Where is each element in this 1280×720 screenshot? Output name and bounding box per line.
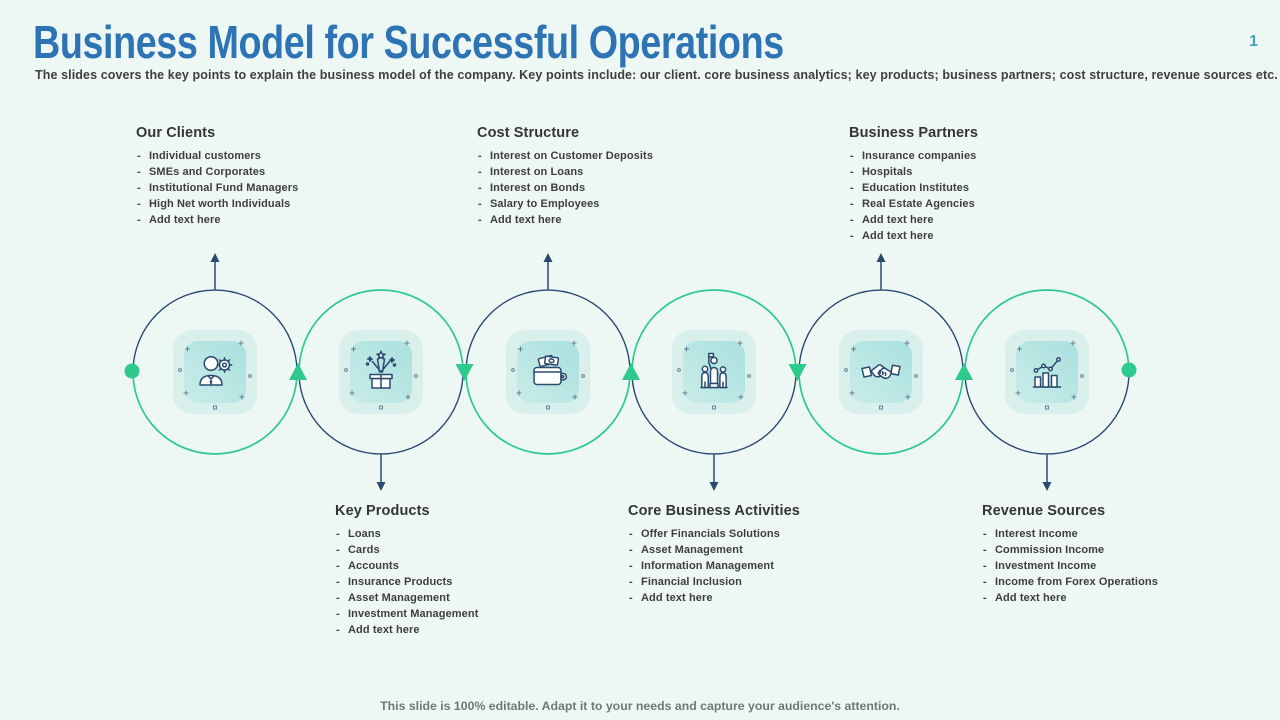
section-list: Individual customersSMEs and CorporatesI… — [136, 148, 376, 228]
up-arrow-icon — [876, 253, 886, 262]
up-arrow-icon — [543, 253, 553, 262]
section-title: Cost Structure — [477, 125, 580, 141]
list-item: Education Institutes — [849, 180, 1089, 196]
list-item: Add text here — [477, 212, 717, 228]
list-item: Real Estate Agencies — [849, 196, 1089, 212]
list-item: Add text here — [982, 590, 1222, 606]
section-list: Insurance companiesHospitalsEducation In… — [849, 148, 1089, 244]
list-item: SMEs and Corporates — [136, 164, 376, 180]
list-item: Individual customers — [136, 148, 376, 164]
node-our-clients — [132, 253, 298, 455]
green-dot-left — [124, 363, 140, 379]
junction-down-triangle-icon — [788, 364, 807, 381]
slide-subtitle: The slides covers the key points to expl… — [35, 68, 1278, 82]
list-item: Add text here — [136, 212, 376, 228]
list-item: Institutional Fund Managers — [136, 180, 376, 196]
list-item: Salary to Employees — [477, 196, 717, 212]
up-arrow-icon — [210, 253, 220, 262]
list-item: Loans — [335, 526, 575, 542]
down-arrow-icon — [376, 482, 386, 491]
list-item: Interest on Customer Deposits — [477, 148, 717, 164]
node-core-business-activities — [631, 289, 797, 491]
section-list: Interest IncomeCommission IncomeInvestme… — [982, 526, 1222, 606]
down-arrow-icon — [1042, 482, 1052, 491]
node-key-products — [298, 289, 464, 491]
list-item: Asset Management — [628, 542, 868, 558]
list-item: Hospitals — [849, 164, 1089, 180]
node-revenue-sources — [964, 289, 1130, 491]
section-title: Key Products — [335, 503, 430, 519]
section-title: Revenue Sources — [982, 503, 1106, 519]
section-list: LoansCardsAccountsInsurance ProductsAsse… — [335, 526, 575, 638]
list-item: Cards — [335, 542, 575, 558]
slide-footer-note: This slide is 100% editable. Adapt it to… — [380, 699, 900, 713]
list-item: Interest on Loans — [477, 164, 717, 180]
section-business-partners: Business Partners Insurance companiesHos… — [849, 125, 1089, 244]
section-title: Business Partners — [849, 125, 979, 141]
list-item: Investment Income — [982, 558, 1222, 574]
node-business-partners — [798, 253, 964, 455]
list-item: Interest Income — [982, 526, 1222, 542]
page-number: 1 — [1249, 33, 1258, 50]
list-item: Information Management — [628, 558, 868, 574]
list-item: Add text here — [849, 228, 1089, 244]
section-key-products: Key Products LoansCardsAccountsInsurance… — [335, 503, 575, 638]
junction-down-triangle-icon — [455, 364, 474, 381]
section-list: Offer Financials SolutionsAsset Manageme… — [628, 526, 868, 606]
list-item: Asset Management — [335, 590, 575, 606]
node-cost-structure — [465, 253, 631, 455]
list-item: Add text here — [628, 590, 868, 606]
down-arrow-icon — [709, 482, 719, 491]
list-item: Insurance Products — [335, 574, 575, 590]
section-core-business-activities: Core Business Activities Offer Financial… — [628, 503, 868, 606]
list-item: Add text here — [849, 212, 1089, 228]
green-dot-right — [1121, 362, 1137, 378]
list-item: Income from Forex Operations — [982, 574, 1222, 590]
list-item: Offer Financials Solutions — [628, 526, 868, 542]
list-item: Interest on Bonds — [477, 180, 717, 196]
list-item: Commission Income — [982, 542, 1222, 558]
list-item: Accounts — [335, 558, 575, 574]
section-revenue-sources: Revenue Sources Interest IncomeCommissio… — [982, 503, 1222, 606]
page-title: Business Model for Successful Operations — [33, 16, 784, 68]
section-title: Our Clients — [136, 125, 216, 141]
section-our-clients: Our Clients Individual customersSMEs and… — [136, 125, 376, 228]
list-item: Financial Inclusion — [628, 574, 868, 590]
junction-up-triangle-icon — [955, 363, 973, 380]
section-title: Core Business Activities — [628, 503, 800, 519]
list-item: High Net worth Individuals — [136, 196, 376, 212]
junction-up-triangle-icon — [289, 363, 307, 380]
section-cost-structure: Cost Structure Interest on Customer Depo… — [477, 125, 717, 228]
list-item: Insurance companies — [849, 148, 1089, 164]
section-list: Interest on Customer DepositsInterest on… — [477, 148, 717, 228]
junction-up-triangle-icon — [622, 363, 640, 380]
list-item: Add text here — [335, 622, 575, 638]
list-item: Investment Management — [335, 606, 575, 622]
